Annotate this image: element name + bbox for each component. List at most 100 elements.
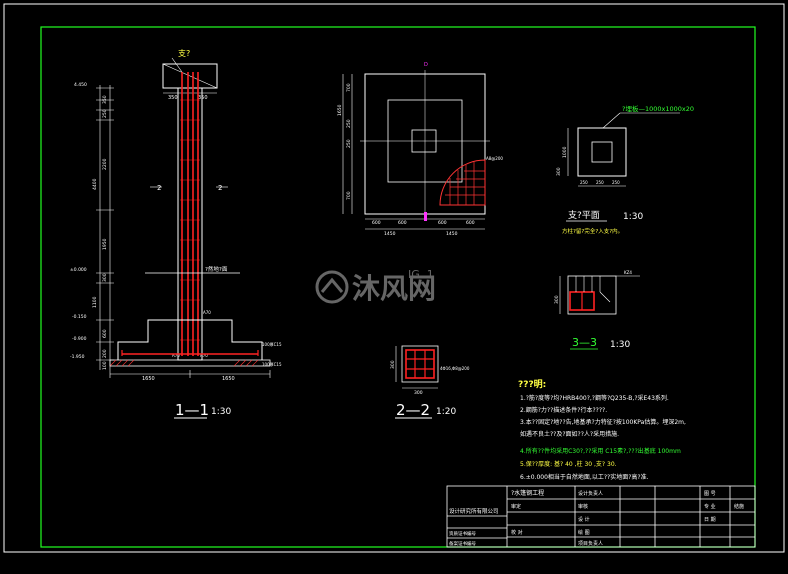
cap-dim-right: 350 — [198, 95, 208, 101]
drawing-frame — [40, 26, 756, 548]
plan-top-label: D — [424, 62, 428, 68]
note-line-4: 如遇不良土??及?面如??人?采用措施. — [520, 430, 619, 438]
inner-tag-3: A70 — [200, 353, 208, 358]
plan-total-left: 1450 — [384, 231, 396, 237]
inner-tag-1: A70 — [203, 310, 211, 315]
note-line-1: 1.?筋?度等?均?HRB400?,?鋼等?Q235-B,?采E43系列. — [520, 394, 669, 402]
ldim-9: 200 — [102, 349, 108, 358]
plan-total-right: 1450 — [446, 231, 458, 237]
support-scale: 1:30 — [623, 212, 643, 222]
ldim-6: 300 — [102, 273, 108, 282]
s33-side-dim: 300 — [554, 295, 560, 304]
note-line-3: 3.本??固定?地??告,地基承?力特征?按100KPa估算。埋深2m, — [520, 418, 686, 426]
section-mark-right: 2 — [218, 184, 222, 192]
plan-ldim-1: 700 — [346, 83, 352, 92]
support-plan: ?埋板—1000x1000x20 1000 300 250 250 250 支?… — [556, 104, 694, 235]
tb-label-3: 审定 — [511, 503, 521, 510]
ldim-1: 350 — [102, 95, 108, 104]
support-inner — [591, 141, 613, 163]
tb-right-value-1: 结施 — [734, 503, 744, 510]
plan-bdim-1: 600 — [372, 220, 381, 226]
plan-ldim-3: 250 — [346, 139, 352, 148]
ground-label: ?然地?面 — [205, 265, 228, 273]
s33-tag: KZ4 — [624, 270, 632, 275]
footing-outline — [117, 319, 263, 360]
ldim-10: 100 — [102, 361, 108, 370]
s22-bottom-dim: 300 — [414, 390, 423, 396]
title-block-text: 设计研究所有限公司 资质证书编号 备案证书编号 ?水篷钢工程 设计负责人 审核 … — [449, 489, 744, 547]
foot-label: 100厚C15 — [262, 362, 282, 367]
s33-scale: 1:30 — [610, 340, 630, 350]
pad-label: 100厚C15 — [262, 342, 282, 347]
support-note: 方柱?留?完全?入支?内。 — [562, 227, 623, 235]
support-side-dim-small: 300 — [556, 167, 562, 176]
plan-hatch-label: A8@200 — [486, 156, 503, 161]
bdim-left: 1650 — [142, 376, 155, 382]
s22-label: 4Φ16,Φ8@200 — [440, 366, 470, 371]
note-line-6: 5.保??厚度: 基? 40 ,柱 30 ,支? 30. — [520, 460, 617, 468]
cap-tag: 支? — [178, 48, 190, 58]
watermark-sub: IG..1 — [408, 268, 434, 281]
section-mark-left: 2 — [157, 184, 161, 192]
tb-label-2: 审核 — [578, 503, 588, 510]
elev-1950: -1.950 — [70, 354, 85, 360]
inner-tag-2: A70 — [172, 353, 180, 358]
support-outer — [577, 127, 627, 177]
base-hatch — [109, 359, 259, 367]
ldim-8: 600 — [102, 329, 108, 338]
tb-left-row-1: 资质证书编号 — [449, 530, 476, 537]
elev-900: -0.900 — [72, 336, 87, 342]
elev-zero: ±0.000 — [70, 267, 87, 273]
design-notes: ???明: 1.?筋?度等?均?HRB400?,?鋼等?Q235-B,?采E43… — [518, 379, 686, 481]
section-2-2-box — [401, 345, 439, 383]
ldim-5: 1950 — [102, 238, 108, 250]
tb-label-1: 设计负责人 — [578, 490, 603, 497]
plan-bdim-2: 600 — [398, 220, 407, 226]
plan-hatch — [439, 159, 486, 206]
support-bdim-3: 250 — [612, 180, 620, 185]
support-side-dim: 1000 — [562, 146, 568, 158]
footing-base — [109, 359, 271, 367]
tb-project: ?水篷钢工程 — [511, 489, 544, 497]
support-bdim-2: 250 — [596, 180, 604, 185]
note-line-2: 2.鋼筋?力??描述条件?行本????. — [520, 406, 607, 414]
s22-title: 2—2 — [396, 401, 430, 419]
note-line-5: 4.所有??件均采用C30?,??采用 C15素?,???出基底 100mm — [520, 447, 681, 455]
notes-heading: ???明: — [518, 379, 546, 390]
foundation-plan: D A8@200 700 250 250 700 1650 600 60 — [337, 62, 503, 237]
plan-ldim-5: 1650 — [337, 104, 343, 116]
tb-right-label-1: 图 号 — [704, 491, 716, 497]
s22-side-dim: 300 — [390, 360, 396, 369]
section-1-1-title: 1—1 — [175, 401, 209, 419]
support-bdim-1: 250 — [580, 180, 588, 185]
elev-150: -0.150 — [72, 314, 87, 320]
tb-right-label-2: 专 业 — [704, 503, 716, 510]
tb-company: 设计研究所有限公司 — [449, 507, 499, 515]
title-block — [446, 485, 756, 548]
tb-left-row-2: 备案证书编号 — [449, 540, 476, 547]
tb-label-6: 校 对 — [511, 529, 523, 536]
tb-label-5: 绘 图 — [578, 529, 590, 536]
s22-scale: 1:20 — [436, 407, 456, 417]
cap-dim-left: 350 — [168, 95, 178, 101]
section-1-1-scale: 1:30 — [211, 407, 231, 417]
section-3-3: KZ4 300 3—3 1:30 — [554, 270, 640, 350]
tb-label-4: 设 计 — [578, 516, 590, 523]
stirrups — [180, 99, 200, 341]
title-block-frame — [446, 485, 756, 548]
tb-label-7: 项目负责人 — [578, 540, 603, 547]
watermark: 沐风网 IG..1 — [315, 268, 436, 305]
elev-top: 4.450 — [74, 82, 87, 88]
bdim-right: 1650 — [222, 376, 235, 382]
s33-title: 3—3 — [572, 336, 597, 349]
section-2-2: 300 300 4Φ16,Φ8@200 2—2 1:20 — [390, 345, 470, 419]
plan-bdim-4: 600 — [466, 220, 475, 226]
column-section-1-1: 支? 350 350 A70 A70 A70 2 2 — [70, 48, 282, 419]
plan-ldim-2: 250 — [346, 119, 352, 128]
plan-ldim-4: 700 — [346, 191, 352, 200]
plan-bdim-3: 600 — [438, 220, 447, 226]
tb-right-label-3: 日 期 — [704, 517, 716, 523]
watermark-text: 沐风网 — [352, 272, 436, 305]
support-callout: ?埋板—1000x1000x20 — [622, 104, 694, 113]
